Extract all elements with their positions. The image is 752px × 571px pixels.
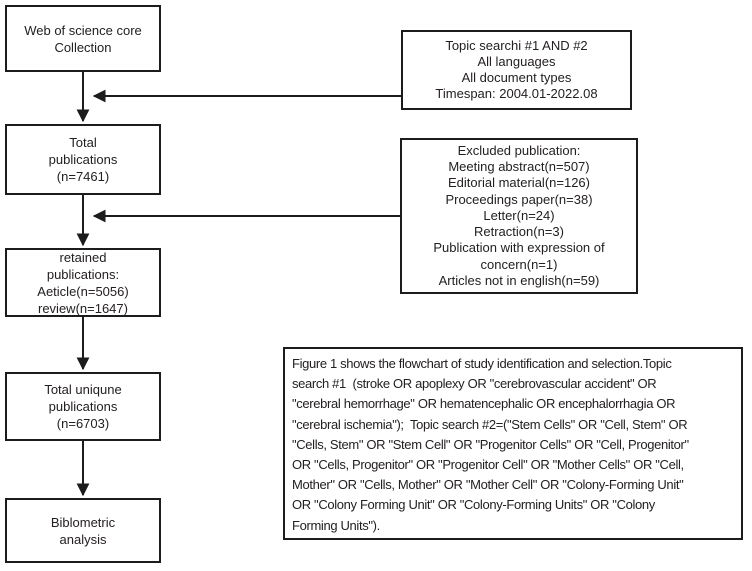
box-figure-caption: Figure 1 shows the flowchart of study id… [283, 347, 743, 540]
box-bibliometric-analysis-label: Biblometric analysis [50, 514, 116, 547]
box-excluded-publications-label: Excluded publication: Meeting abstract(n… [433, 142, 605, 289]
box-search-criteria: Topic searchi #1 AND #2 All languages Al… [401, 30, 632, 110]
figure-caption-text: Figure 1 shows the flowchart of study id… [292, 356, 689, 533]
box-total-unique-publications-label: Total uniqune publications (n=6703) [44, 382, 122, 431]
box-web-of-science-label: Web of science core Collection [24, 22, 142, 55]
box-excluded-publications: Excluded publication: Meeting abstract(n… [400, 138, 638, 294]
box-total-publications: Total publications (n=7461) [5, 124, 161, 195]
box-total-unique-publications: Total uniqune publications (n=6703) [5, 372, 161, 441]
box-bibliometric-analysis: Biblometric analysis [5, 498, 161, 563]
box-web-of-science: Web of science core Collection [5, 5, 161, 72]
box-total-publications-label: Total publications (n=7461) [48, 135, 118, 184]
box-retained-publications-label: retained publications: Aeticle(n=5056) r… [37, 249, 129, 316]
box-retained-publications: retained publications: Aeticle(n=5056) r… [5, 248, 161, 317]
box-search-criteria-label: Topic searchi #1 AND #2 All languages Al… [435, 38, 598, 101]
